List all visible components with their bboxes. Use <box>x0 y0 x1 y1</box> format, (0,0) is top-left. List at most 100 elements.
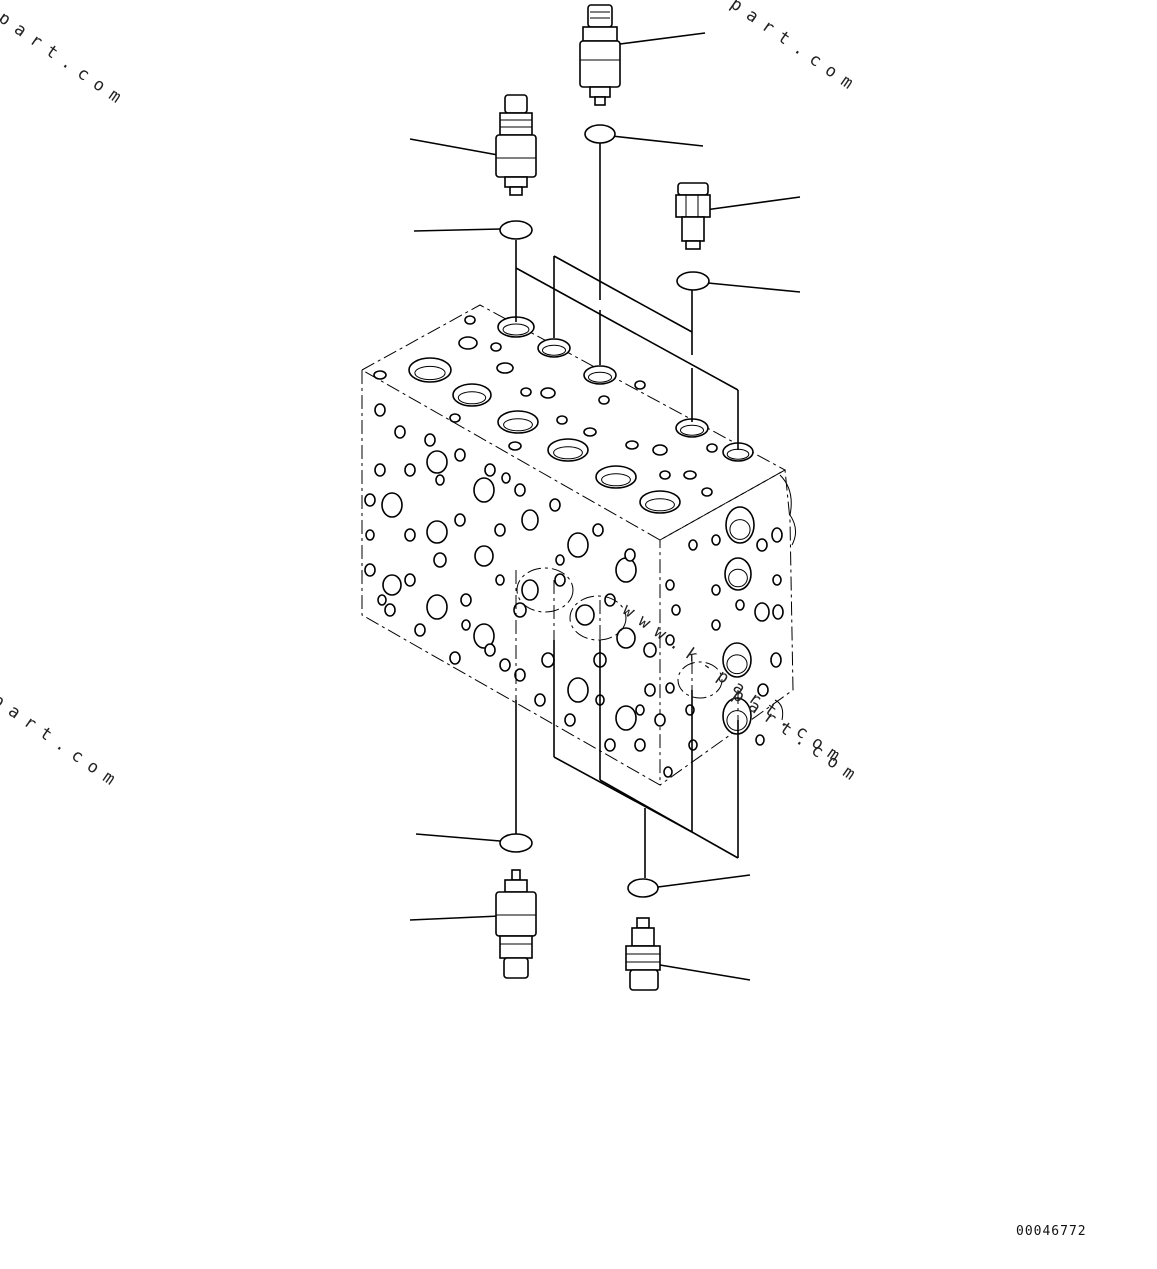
front-hole <box>426 520 448 544</box>
front-hole <box>449 651 461 665</box>
o-rings <box>499 124 710 898</box>
front-hole <box>374 403 386 417</box>
right-face-ports <box>663 506 784 778</box>
top-port <box>634 380 646 390</box>
top-port <box>639 490 681 514</box>
right-port <box>711 534 721 546</box>
top-port <box>706 443 718 453</box>
front-hole <box>615 557 637 583</box>
top-port <box>496 362 514 374</box>
right-port <box>665 682 675 694</box>
top-port-bore <box>679 424 705 436</box>
right-port <box>711 619 721 631</box>
top-port <box>652 444 668 456</box>
top-port <box>595 465 637 489</box>
right-port <box>756 538 768 552</box>
right-port <box>688 739 698 751</box>
top-port <box>540 387 556 399</box>
front-hole <box>654 713 666 727</box>
front-hole <box>513 602 527 618</box>
front-hole <box>460 593 472 607</box>
front-hole <box>484 463 496 477</box>
front-hole <box>474 545 494 567</box>
top-port <box>452 383 492 407</box>
right-port-bore <box>726 654 748 675</box>
front-hole <box>499 658 511 672</box>
o-ring-bottom-right <box>627 878 659 898</box>
top-face-ports <box>373 315 754 514</box>
top-port <box>598 395 610 405</box>
right-port <box>671 604 681 616</box>
right-port <box>724 557 752 591</box>
top-port-bore <box>457 391 487 405</box>
o-ring-top-right <box>676 271 710 291</box>
top-port <box>408 357 452 383</box>
o-ring-top-center <box>584 124 616 144</box>
front-hole <box>364 493 376 507</box>
top-port-bore <box>414 365 446 381</box>
right-port-bore <box>728 568 748 588</box>
front-hole <box>461 619 471 631</box>
right-port <box>665 634 675 646</box>
top-port-bore <box>587 371 613 383</box>
right-port <box>711 584 721 596</box>
front-hole <box>494 523 506 537</box>
right-port <box>771 527 783 543</box>
front-hole <box>615 705 637 731</box>
front-hole <box>567 677 589 703</box>
front-hole <box>564 713 576 727</box>
top-port <box>583 427 597 437</box>
right-port <box>722 642 752 678</box>
right-port <box>725 506 755 544</box>
front-hole <box>454 513 466 527</box>
front-hole <box>644 683 656 697</box>
right-port <box>722 697 752 735</box>
top-port <box>373 370 387 380</box>
right-port-bore <box>726 710 748 731</box>
front-hole <box>364 563 376 577</box>
front-hole <box>635 704 645 716</box>
front-hole <box>384 603 396 617</box>
front-hole <box>404 573 416 587</box>
front-hole <box>382 574 402 596</box>
front-hole <box>514 668 526 682</box>
top-port <box>464 315 476 325</box>
top-port-bore <box>502 323 530 336</box>
top-port <box>449 413 461 423</box>
assembly-lines <box>515 140 739 878</box>
front-hole <box>473 477 495 503</box>
front-hole <box>555 554 565 566</box>
top-port <box>583 365 617 385</box>
front-hole <box>381 492 403 518</box>
front-hole <box>643 642 657 658</box>
right-port <box>770 652 782 668</box>
front-hole <box>377 594 387 606</box>
front-hole <box>575 604 595 626</box>
right-port <box>665 579 675 591</box>
o-ring-top-left <box>499 220 533 240</box>
front-face-holes <box>364 403 666 752</box>
top-port-bore <box>553 446 583 460</box>
right-port <box>772 604 784 620</box>
right-port <box>688 539 698 551</box>
front-hole <box>374 463 386 477</box>
top-port <box>625 440 639 450</box>
top-port-bore <box>601 473 631 487</box>
relief-valve-bottom-right <box>625 917 661 991</box>
top-port <box>520 387 532 397</box>
top-port-bore <box>645 498 675 512</box>
front-hole <box>554 573 566 587</box>
front-hole <box>534 693 546 707</box>
callout-leaders <box>409 32 801 981</box>
top-port <box>547 438 589 462</box>
front-hole <box>521 579 539 601</box>
front-hole <box>394 425 406 439</box>
top-port-bore <box>503 418 533 432</box>
top-port <box>537 338 571 358</box>
top-port <box>683 470 697 480</box>
right-port <box>757 683 769 697</box>
front-hole <box>604 738 616 752</box>
top-port <box>701 487 713 497</box>
